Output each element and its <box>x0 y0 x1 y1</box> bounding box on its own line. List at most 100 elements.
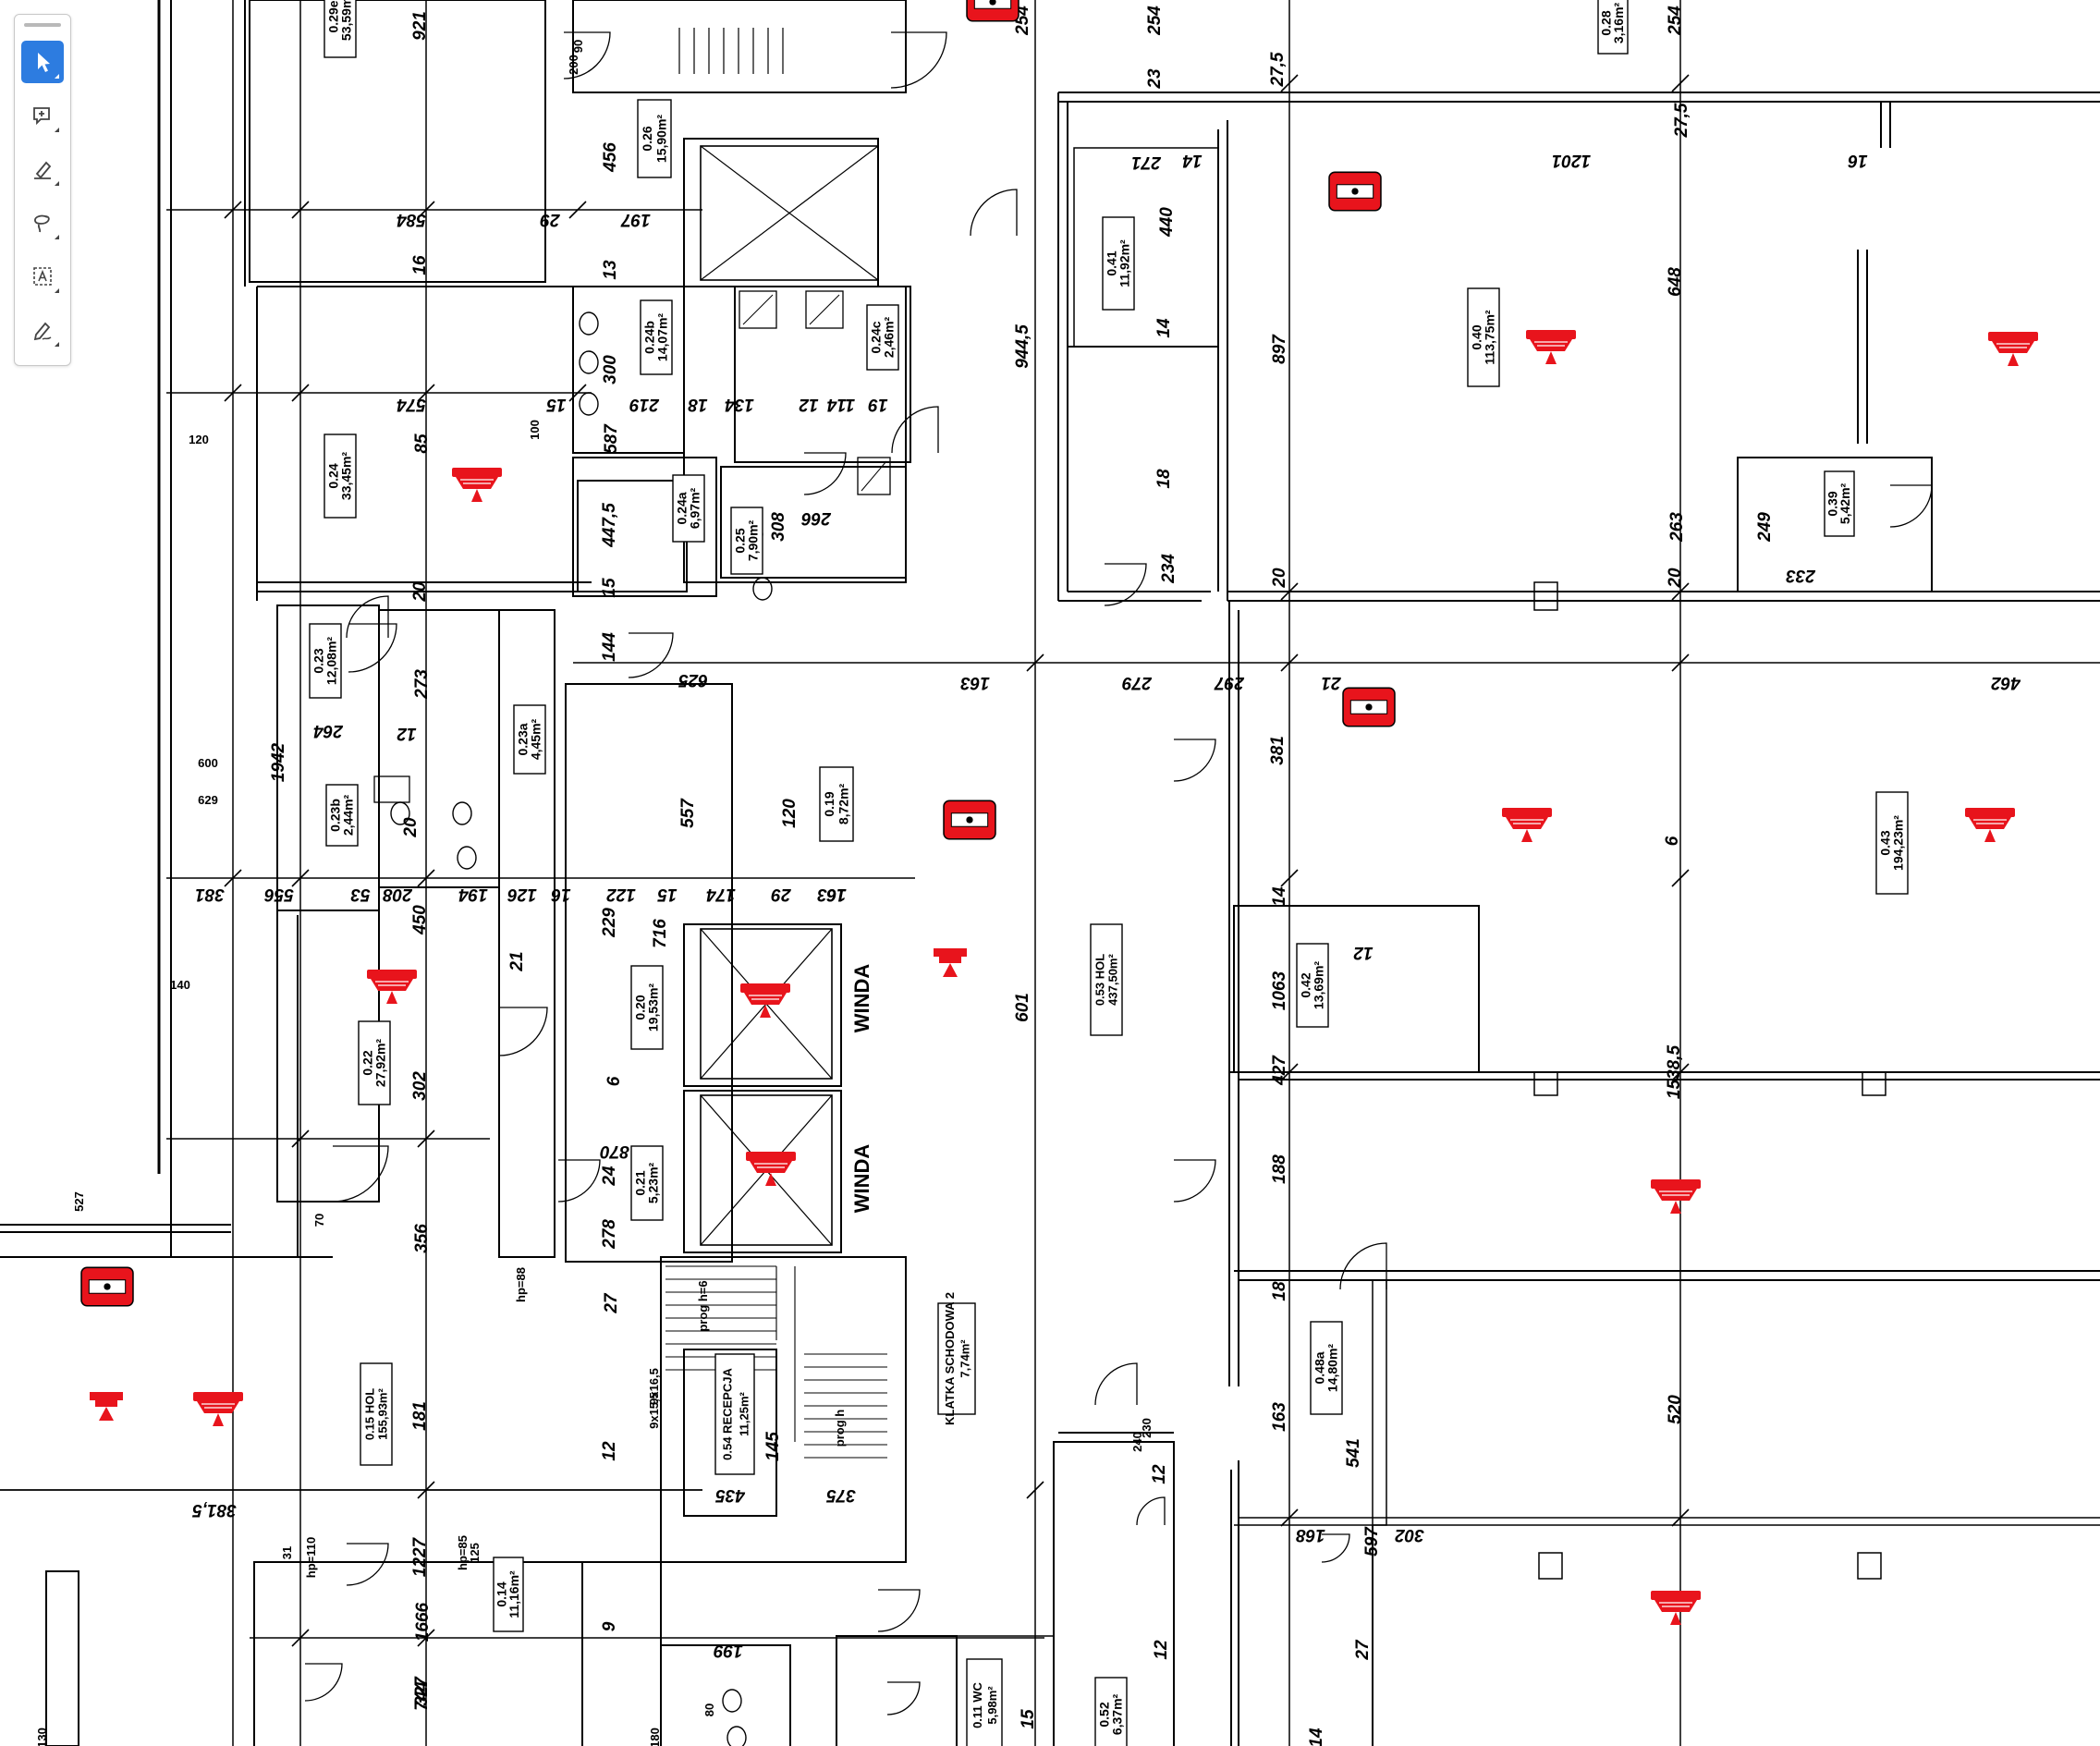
room-number: 0.24 <box>325 463 340 488</box>
dimension-label: 18 <box>688 395 708 414</box>
manual-call-point-icon <box>80 1266 134 1307</box>
dimension-label: 20 <box>1666 568 1685 589</box>
smoke-detector-icon <box>1501 807 1553 843</box>
room-number: 0.25 <box>732 528 747 553</box>
room-number: 0.40 <box>1469 324 1483 349</box>
dimension-label: 435 <box>715 1485 746 1505</box>
dimension-label: 234 <box>1159 554 1178 584</box>
note-label: hp=110 <box>304 1537 318 1578</box>
dimension-label: 297 <box>1214 673 1245 692</box>
toolbar-drag-handle[interactable] <box>24 23 61 27</box>
room-area: 5,42m² <box>1838 482 1852 524</box>
room-area: 5,23m² <box>646 1162 661 1203</box>
room-area: 13,69m² <box>1312 961 1326 1009</box>
room-area: 6,97m² <box>688 487 702 529</box>
room-area: 7,90m² <box>746 519 761 561</box>
manual-call-point-icon <box>1342 687 1396 727</box>
note-label: 600 <box>198 756 218 770</box>
room-area: 14,07m² <box>655 313 670 361</box>
dimension-label: 12 <box>799 395 819 414</box>
dimension-label: 273 <box>412 669 432 700</box>
dimension-label: 20 <box>1270 568 1289 589</box>
room-number: 0.24b <box>641 321 656 354</box>
room-number: 0.15 HOL <box>362 1388 376 1440</box>
dimension-label: 14 <box>1182 151 1203 170</box>
dimension-label: 279 <box>1122 673 1153 692</box>
dimension-label: 12 <box>1150 1464 1169 1484</box>
dimension-label: 27 <box>1353 1639 1373 1661</box>
smoke-detector-icon <box>192 1391 244 1427</box>
dimension-label: 194 <box>458 885 488 904</box>
highlight-tool-button[interactable] <box>21 148 64 190</box>
dimension-label: 145 <box>763 1432 783 1461</box>
dimension-label: 302 <box>1395 1525 1424 1545</box>
fixtures-layer <box>304 28 1933 1746</box>
add-comment-tool-button[interactable] <box>21 94 64 137</box>
room-area: 7,74m² <box>958 1339 972 1378</box>
smoke-detector-icon <box>1650 1590 1702 1626</box>
dimension-label: 897 <box>1270 334 1289 364</box>
dimension-label: 29 <box>771 885 792 904</box>
dimension-label: 85 <box>412 433 432 454</box>
dimension-label: 15 <box>600 578 619 598</box>
tool-options-indicator <box>55 128 59 132</box>
lasso-tool-button[interactable] <box>21 201 64 244</box>
dimension-label: 20 <box>410 581 430 603</box>
dimension-label: 266 <box>801 508 832 528</box>
dimension-label: 233 <box>1786 566 1816 585</box>
signature-tool-button[interactable] <box>21 309 64 351</box>
dimension-label: 53 <box>350 885 371 904</box>
dimension-label: 163 <box>960 673 990 692</box>
room-label: 0.283,16m² <box>1597 0 1629 55</box>
manual-call-point-icon <box>966 0 1019 22</box>
smoke-detector-icon <box>451 467 503 503</box>
alarm-sounder-icon <box>90 1392 123 1421</box>
text-box-tool-button[interactable] <box>21 255 64 298</box>
note-label: hp=88 <box>514 1267 528 1302</box>
note-label: 140 <box>170 978 190 992</box>
note-label: 180 <box>648 1728 662 1746</box>
dimension-label: 456 <box>601 142 620 173</box>
note-label: prog h <box>833 1410 847 1447</box>
smoke-detector-icon <box>1525 329 1577 365</box>
room-area: 53,59m² <box>339 0 354 41</box>
tool-options-indicator <box>55 342 59 347</box>
dimension-label: 199 <box>714 1641 743 1660</box>
lift-label: WINDA <box>850 964 873 1033</box>
dimension-label: 584 <box>397 210 426 229</box>
note-label: 130 <box>35 1728 49 1746</box>
manual-call-point-icon <box>943 800 996 840</box>
select-tool-button[interactable] <box>21 41 64 83</box>
room-number: 0.43 <box>1877 830 1892 855</box>
dimension-label: 557 <box>678 798 698 828</box>
dimension-label: 13 <box>601 260 620 280</box>
comment-plus-icon <box>33 107 50 126</box>
room-label: 0.526,37m² <box>1094 1677 1128 1746</box>
note-label: 70 <box>312 1214 326 1227</box>
dimension-label: 254 <box>1666 6 1685 36</box>
dimension-label: 12 <box>397 724 417 743</box>
lift-label: WINDA <box>850 1144 873 1214</box>
room-area: 2,44m² <box>341 794 356 836</box>
note-label: hp=85 <box>456 1535 470 1570</box>
lasso-icon <box>34 214 50 233</box>
dimension-label: 114 <box>826 395 855 414</box>
note-label: 240 <box>1130 1432 1144 1452</box>
smoke-detector-icon <box>745 1151 797 1187</box>
dimension-label: 254 <box>1145 6 1165 36</box>
dimension-label: 16 <box>1848 151 1868 170</box>
alarm-sounder-icon <box>934 948 967 977</box>
dimension-label: 12 <box>600 1441 619 1461</box>
note-label: 230 <box>1140 1418 1154 1438</box>
dimension-label: 27 <box>602 1292 621 1314</box>
